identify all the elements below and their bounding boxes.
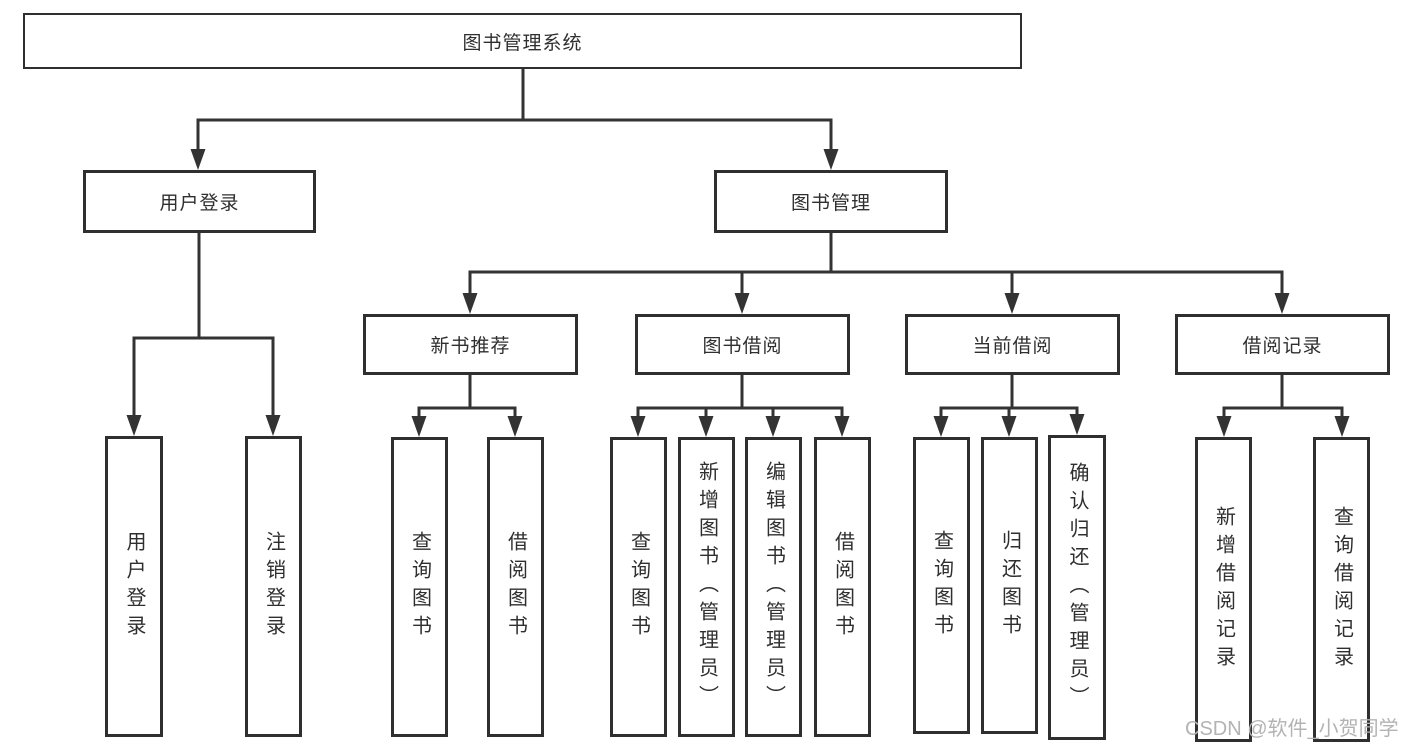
leaf-query-books-current-label: 查询图书: [930, 529, 953, 642]
node-book-management: 图书管理: [714, 170, 948, 233]
leaf-add-borrow-record-label: 新增借阅记录: [1212, 505, 1235, 674]
node-borrowing-records: 借阅记录: [1175, 314, 1390, 375]
leaf-edit-book-admin: 编辑图书（管理员）: [745, 437, 802, 737]
leaf-query-borrow-record-label: 查询借阅记录: [1330, 505, 1353, 674]
leaf-user-login-label: 用户登录: [123, 530, 145, 643]
leaf-borrow-books-label: 借阅图书: [831, 531, 854, 643]
node-root: 图书管理系统: [23, 13, 1022, 69]
leaf-add-book-admin: 新增图书（管理员）: [678, 437, 735, 737]
node-current-borrowing-label: 当前借阅: [972, 336, 1053, 357]
leaf-borrow-books-recommend: 借阅图书: [487, 437, 544, 737]
leaf-query-books-borrow-label: 查询图书: [627, 531, 650, 643]
node-user-login: 用户登录: [83, 170, 316, 233]
node-book-borrowing-label: 图书借阅: [702, 336, 783, 357]
node-current-borrowing: 当前借阅: [905, 314, 1120, 375]
node-root-label: 图书管理系统: [462, 32, 583, 54]
leaf-query-books-recommend-label: 查询图书: [408, 531, 431, 643]
arrowheads: [126, 149, 1350, 437]
node-borrowing-records-label: 借阅记录: [1242, 336, 1323, 357]
leaf-user-login: 用户登录: [105, 436, 163, 737]
leaf-query-books-recommend: 查询图书: [391, 437, 448, 737]
leaf-add-book-admin-label: 新增图书（管理员）: [695, 461, 718, 713]
leaf-borrow-books-recommend-label: 借阅图书: [504, 531, 527, 643]
node-book-borrowing: 图书借阅: [635, 314, 850, 375]
leaf-return-books: 归还图书: [981, 437, 1038, 734]
leaf-borrow-books: 借阅图书: [814, 437, 871, 737]
node-new-book-recommend: 新书推荐: [363, 314, 578, 375]
leaf-confirm-return-admin-label: 确认归还（管理员）: [1066, 461, 1088, 714]
leaf-query-books-borrow: 查询图书: [610, 437, 667, 737]
leaf-logout-label: 注销登录: [262, 530, 285, 643]
leaf-edit-book-admin-label: 编辑图书（管理员）: [762, 461, 785, 713]
connector-path: [132, 68, 1344, 420]
node-user-login-label: 用户登录: [159, 193, 240, 214]
node-new-book-recommend-label: 新书推荐: [430, 336, 511, 357]
watermark: CSDN @软件_小贺同学: [1185, 718, 1399, 740]
leaf-confirm-return-admin: 确认归还（管理员）: [1048, 435, 1106, 740]
leaf-query-borrow-record: 查询借阅记录: [1313, 437, 1370, 742]
node-book-management-label: 图书管理: [790, 193, 871, 214]
leaf-query-books-current: 查询图书: [913, 437, 970, 734]
leaf-return-books-label: 归还图书: [998, 529, 1021, 642]
leaf-add-borrow-record: 新增借阅记录: [1195, 437, 1252, 742]
leaf-logout: 注销登录: [245, 436, 302, 737]
